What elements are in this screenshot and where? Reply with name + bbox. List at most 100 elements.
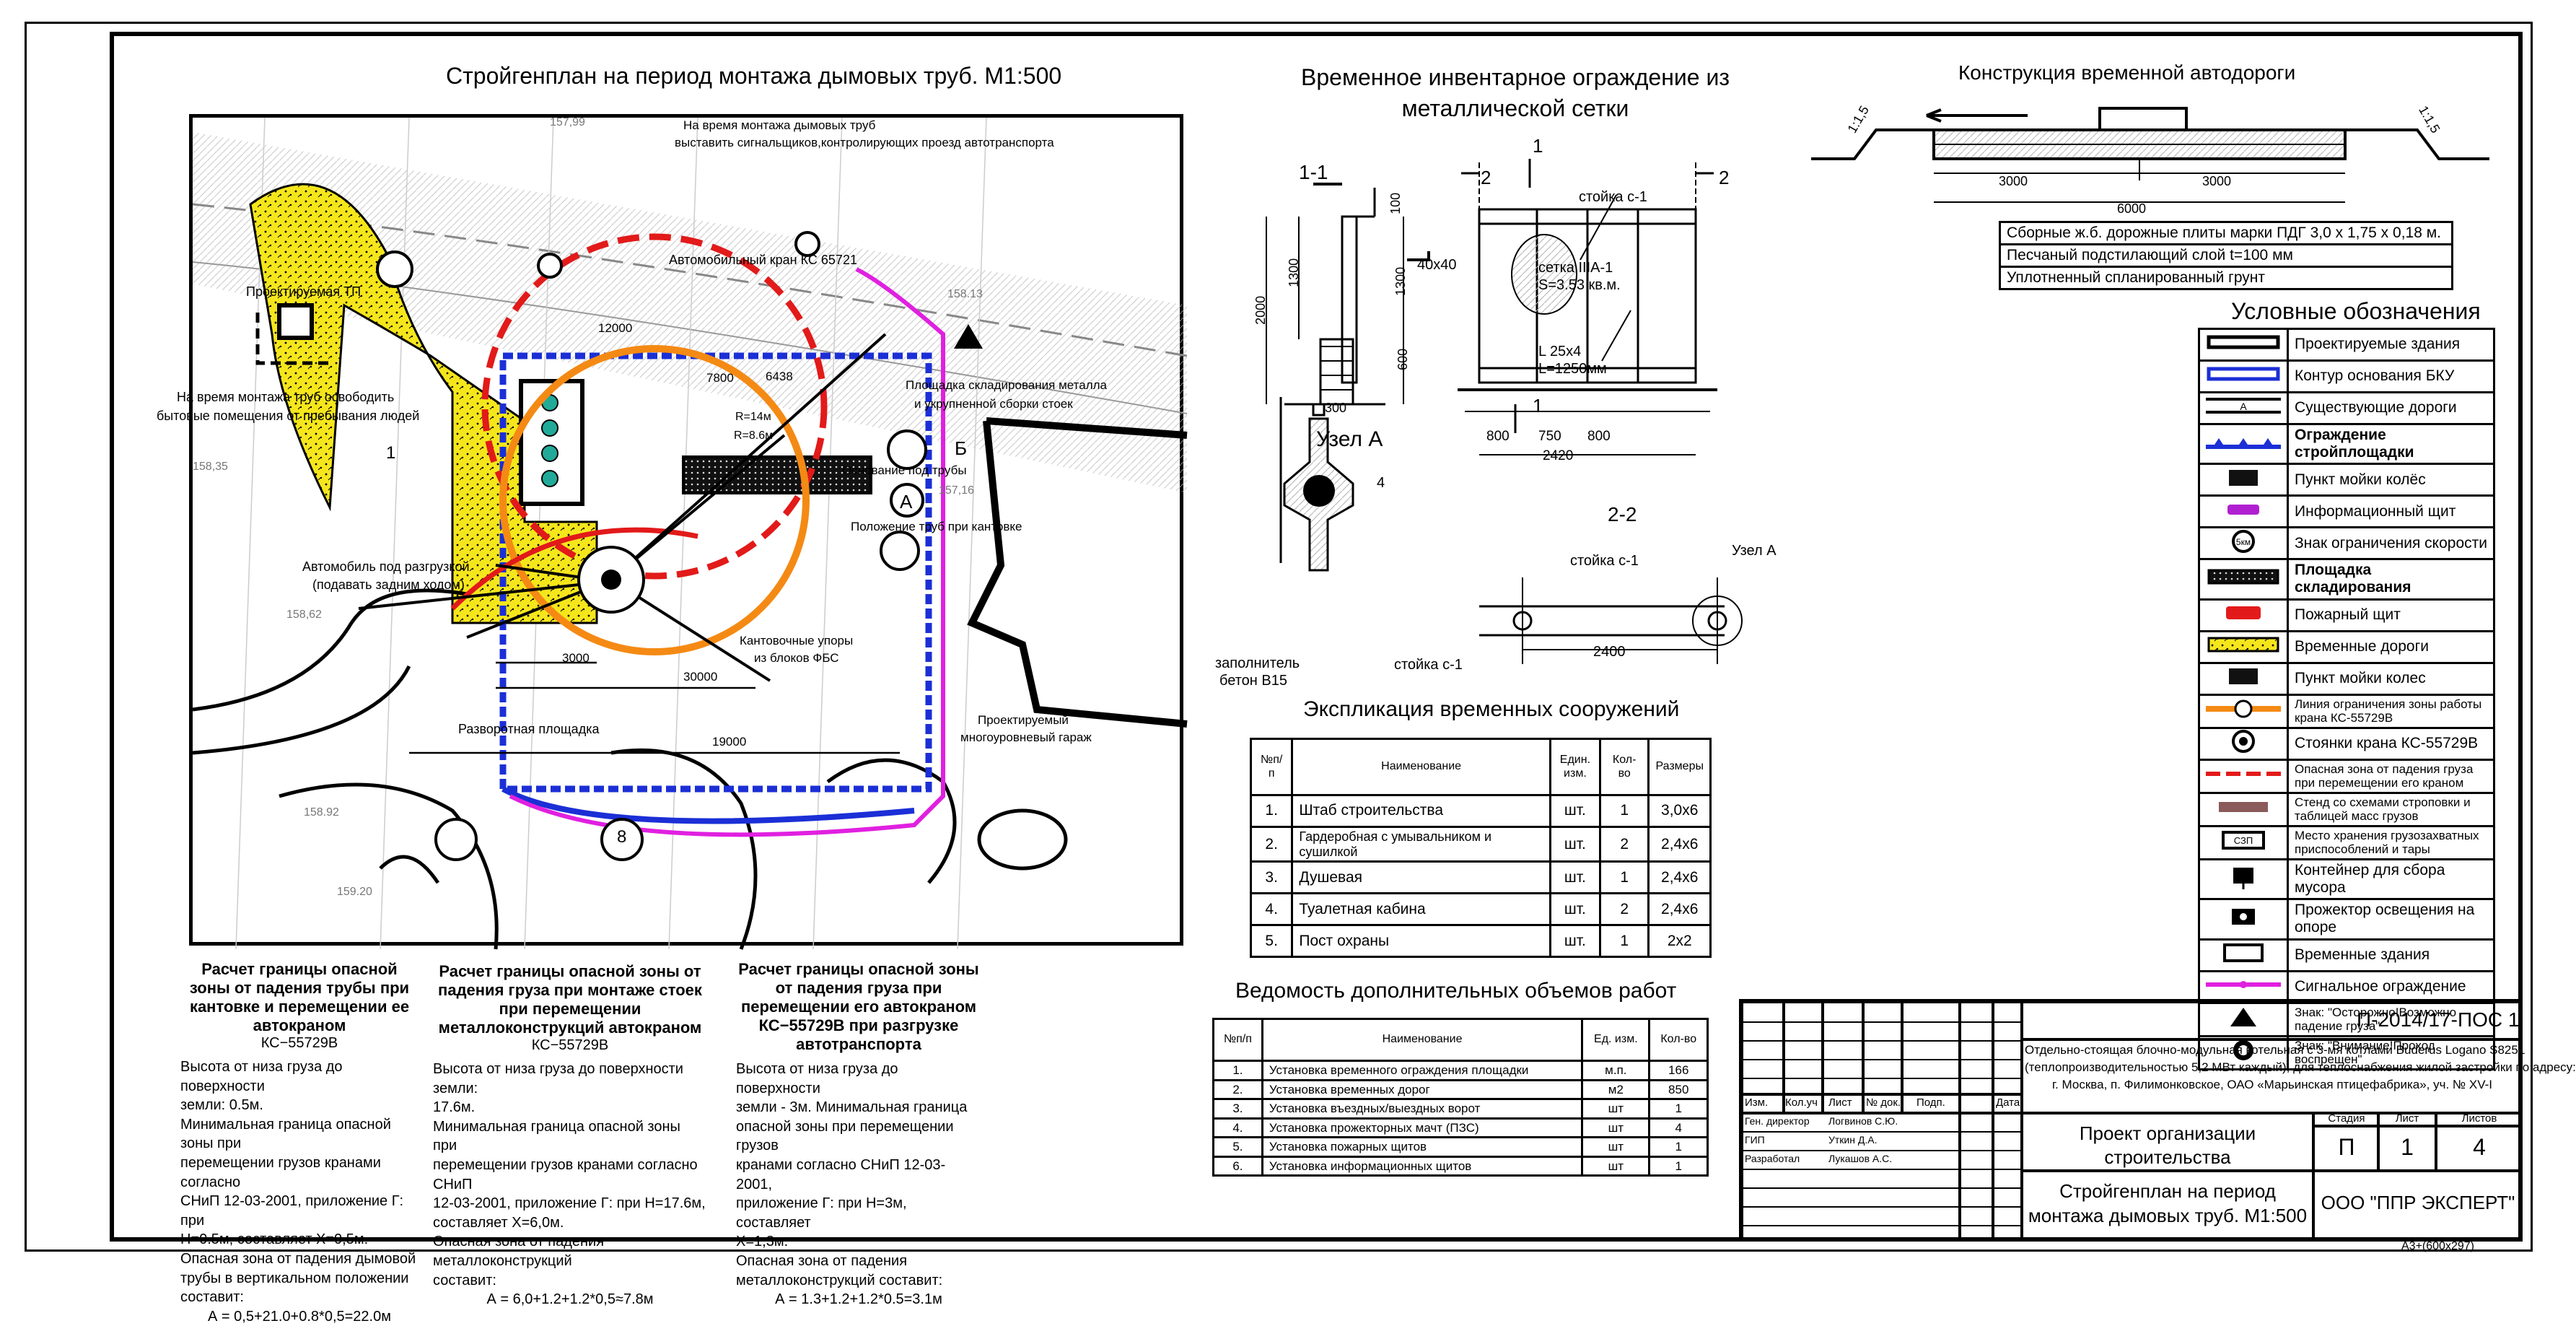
calc-1-line: трубы в вертикальном положении xyxy=(180,1270,409,1286)
site-storage-label-2: и укрупненной сборки стоек xyxy=(914,397,1073,411)
stamp-person: Логвинов С.Ю. xyxy=(1828,1115,1898,1127)
bku-contour-curve xyxy=(501,786,915,824)
structures-header: Един. изм. xyxy=(1548,738,1601,796)
fence-title: Временное инвентарное ограждение из мета… xyxy=(1301,64,1730,122)
structures-header: Наименование xyxy=(1291,738,1551,796)
works-cell: Установка пожарных щитов xyxy=(1261,1136,1584,1158)
site-tp-label: Проектируемая ТП xyxy=(246,284,362,299)
works-cell: м2 xyxy=(1581,1078,1651,1101)
elev-1: 157,99 xyxy=(550,116,585,128)
calc-3-line: опасной зоны при перемещении грузов xyxy=(736,1118,954,1154)
calc-1-formula: А = 0,5+21.0+0.8*0,5=22.0м xyxy=(208,1308,391,1325)
stamp-role: Разработал xyxy=(1745,1153,1800,1164)
structures-cell: Туалетная кабина xyxy=(1291,892,1551,927)
legend-label: Площадка складирования xyxy=(2287,558,2495,601)
structures-cell: 4. xyxy=(1249,892,1294,927)
stamp-col: Изм. xyxy=(1745,1096,1769,1109)
calc-block-1: Расчет границы опасной зоны от падения т… xyxy=(180,960,419,1326)
bku-contour xyxy=(499,352,932,793)
calc-3-line: земли - 3м. Минимальная граница xyxy=(736,1099,968,1116)
road-layer: Сборные ж.б. дорожные плиты марки ПДГ 3,… xyxy=(1999,220,2453,246)
legend-label: Знак: "Осторожно!Возможно падение груза" xyxy=(2287,1001,2495,1037)
legend-road-symbol: А xyxy=(2240,401,2247,412)
stamp-col: Подп. xyxy=(1916,1096,1945,1109)
works-cell: Установка информационных щитов xyxy=(1261,1155,1584,1177)
dim-19000: 19000 xyxy=(712,735,747,749)
works-cell: 1 xyxy=(1648,1098,1709,1120)
site-garage-label-2: многоуровневый гараж xyxy=(960,730,1092,744)
structures-cell: 2,4х6 xyxy=(1647,892,1712,927)
calc-2-line: Опасная зона от падения металлоконструкц… xyxy=(433,1234,605,1269)
dim-600: 600 xyxy=(1396,348,1411,370)
stamp-sheet-header: Лист xyxy=(2395,1112,2419,1125)
elev-6: 158.92 xyxy=(304,806,339,819)
stamp-role: Ген. директор xyxy=(1745,1115,1810,1127)
dim-12000: 12000 xyxy=(598,321,633,335)
calc-block-3: Расчет границы опасной зоны от падения г… xyxy=(736,960,981,1309)
legend-table: Проектируемые здания Контур основания БК… xyxy=(2198,328,2495,1070)
legend-label: Сигнальное ограждение xyxy=(2287,969,2495,1004)
legend-title: Условные обозначения xyxy=(2231,298,2481,324)
legend-label: Пожарный щит xyxy=(2287,598,2495,632)
calc-3-line: Х=1,3м. xyxy=(736,1234,789,1250)
stamp-person: Уткин Д.А. xyxy=(1828,1134,1878,1146)
calc-1-line: СНиП 12-03-2001, приложение Г: при xyxy=(180,1193,404,1229)
dim-2000: 2000 xyxy=(1253,295,1269,325)
works-cell: шт xyxy=(1581,1136,1651,1158)
dim-1300-a: 1300 xyxy=(1287,258,1302,287)
legend-label: Контейнер для сбора мусора xyxy=(2287,858,2495,901)
site-note-top-2: выставить сигнальщиков,контролирующих пр… xyxy=(675,136,1054,149)
garage-outline xyxy=(967,417,1188,728)
site-pipe-base-label: Основание под трубы xyxy=(842,463,967,477)
node-a-title: Узел А xyxy=(1316,427,1383,451)
stamp-col: № док. xyxy=(1866,1096,1901,1109)
calc-2-line: 12-03-2001, приложение Г: при Н=17.6м, xyxy=(433,1195,706,1212)
radius-14: R=14м xyxy=(735,411,771,423)
works-cell: шт xyxy=(1581,1098,1651,1120)
legend-speed-symbol: 5км xyxy=(2236,537,2251,547)
section-1-1-label: 1-1 xyxy=(1299,161,1328,183)
fence-len-label: L=1250мм xyxy=(1538,361,1607,377)
dim-4: 4 xyxy=(1377,475,1385,491)
road-layer: Песчаный подстилающий слой t=100 мм xyxy=(1999,243,2453,269)
stamp-company: ООО "ППР ЭКСПЕРТ" xyxy=(2321,1192,2515,1213)
elev-3: 158,35 xyxy=(193,461,228,473)
structures-title: Экспликация временных сооружений xyxy=(1303,697,1680,721)
dim-30000: 30000 xyxy=(683,670,718,684)
calc-3-line: приложение Г: при Н=3м, составляет xyxy=(736,1195,907,1231)
crane-danger-zone xyxy=(481,233,828,580)
structures-cell: 3,0х6 xyxy=(1647,794,1712,828)
stamp-sheets: 4 xyxy=(2473,1134,2486,1160)
works-cell: Установка временного ограждения площадки xyxy=(1261,1060,1584,1081)
crane-limit-zone xyxy=(499,345,810,655)
sheet-format: А3+(600x297) xyxy=(2401,1240,2474,1252)
calc-2-line: составит: xyxy=(433,1272,496,1288)
works-cell: шт xyxy=(1581,1155,1651,1177)
stamp-project: Проект организации строительства xyxy=(2079,1122,2256,1168)
marker-b: Б xyxy=(955,437,968,459)
works-cell: 1 xyxy=(1648,1136,1709,1158)
calc-1-line: земли: 0.5м. xyxy=(180,1097,263,1114)
node-post-label: стойка с-1 xyxy=(1394,657,1463,673)
calc-3-line: металлоконструкций составит: xyxy=(736,1272,943,1288)
dim-300: 300 xyxy=(1325,401,1347,415)
road-layer: Уплотненный спланированный грунт xyxy=(1999,266,2453,291)
calc-2-title: Расчет границы опасной зоны от падения г… xyxy=(438,962,702,1037)
structures-cell: 2 xyxy=(1598,825,1650,863)
legend-label: Информационный щит xyxy=(2287,494,2495,529)
dim-2400: 2400 xyxy=(1593,644,1626,660)
site-pipe-tilt-label: Положение труб при кантовке xyxy=(851,520,1022,533)
site-plan-drawing: На время монтажа дымовых труб выставить … xyxy=(157,114,1188,950)
elev-2: 158.13 xyxy=(947,288,983,300)
structures-cell: шт. xyxy=(1548,924,1601,959)
structures-cell: 5. xyxy=(1249,924,1294,959)
works-cell: 4 xyxy=(1648,1117,1709,1139)
legend-label: Знак ограничения скорости xyxy=(2287,526,2495,561)
elev-5: 158,62 xyxy=(286,609,322,621)
crane-lines xyxy=(358,333,887,682)
works-title: Ведомость дополнительных объемов работ xyxy=(1235,979,1677,1003)
dim-800-b: 800 xyxy=(1587,429,1611,444)
stamp-col: Лист xyxy=(1828,1096,1852,1109)
radius-8: R=8.6м xyxy=(734,429,774,442)
site-stops-label-2: из блоков ФБС xyxy=(754,651,839,665)
